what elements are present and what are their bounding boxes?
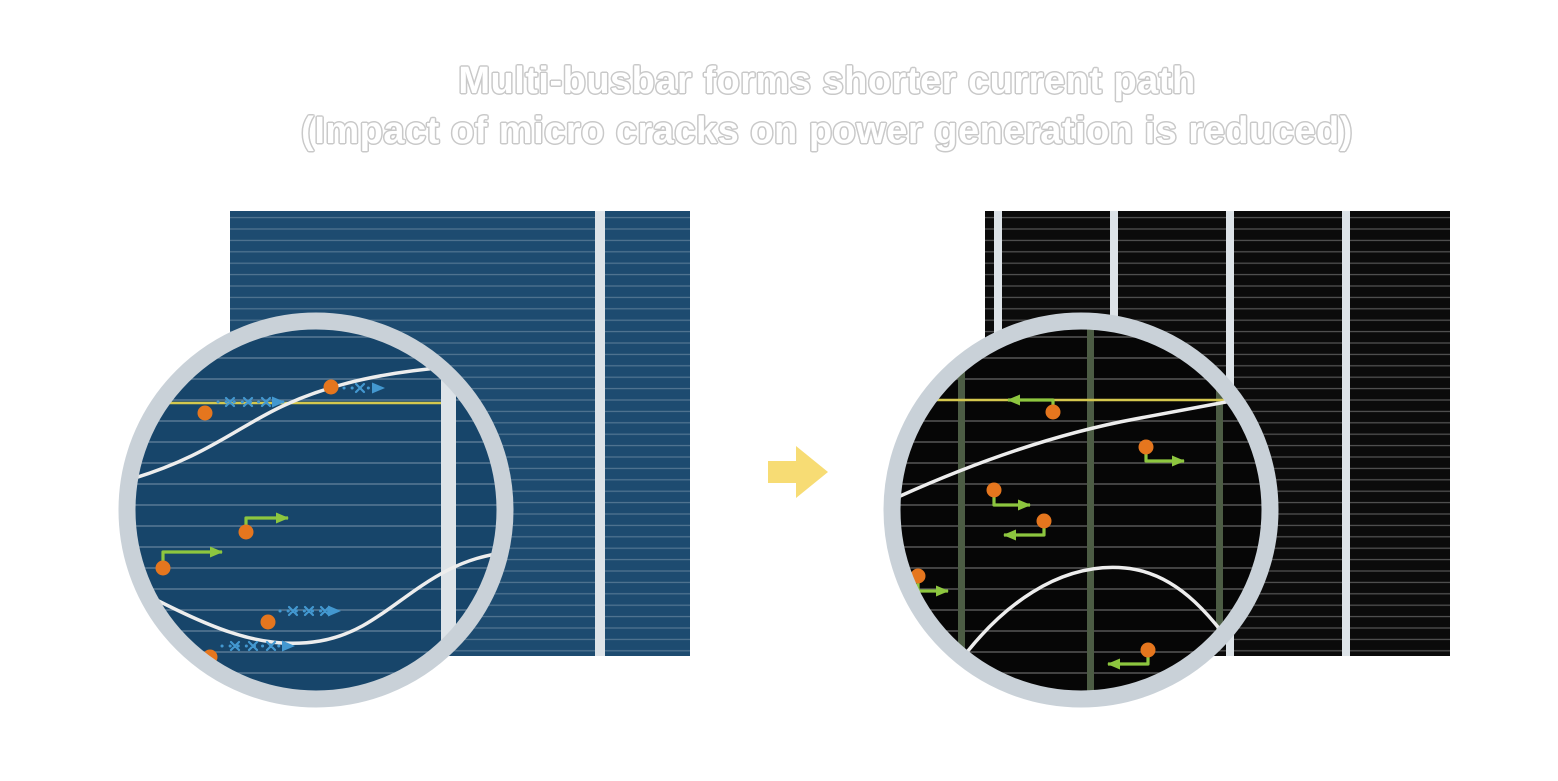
electron-dot [197,405,213,421]
busbar [1342,211,1350,656]
magnifier-ring [883,312,1279,708]
blocked-x-mark [354,382,366,394]
right-arrow-icon [768,446,828,498]
diagram-title: Multi-busbar forms shorter current path … [96,56,1558,156]
blocked-x-mark [229,640,277,652]
electron-dot [986,482,1002,498]
electron-dot [260,614,276,630]
electron-dot [1036,513,1052,529]
magnifier-ring [118,312,514,708]
micro-crack-line [134,551,498,646]
blocked-x-mark [287,605,331,617]
busbar [595,211,605,656]
busbar [958,328,965,692]
micro-crack-line [134,365,451,482]
electron-dot [1138,439,1154,455]
micro-crack-line [899,394,1260,499]
finger-grid [134,328,498,692]
electron-dot [155,560,171,576]
title-line-1: Multi-busbar forms shorter current path [458,60,1196,102]
right-magnifier-content [899,328,1263,692]
left-magnifier-icon [118,312,514,708]
busbar [1216,328,1223,692]
title-line-2: (Impact of micro cracks on power generat… [301,110,1353,152]
electron-dot [1140,642,1156,658]
electron-dot [238,524,254,540]
blocked-x-mark [224,396,272,408]
micro-crack-line [953,565,1250,670]
electron-dot [1045,404,1061,420]
right-magnifier-icon [883,312,1279,708]
electron-dot [323,379,339,395]
busbar [1087,328,1094,692]
left-magnifier-content [134,328,498,692]
busbar [441,328,456,692]
